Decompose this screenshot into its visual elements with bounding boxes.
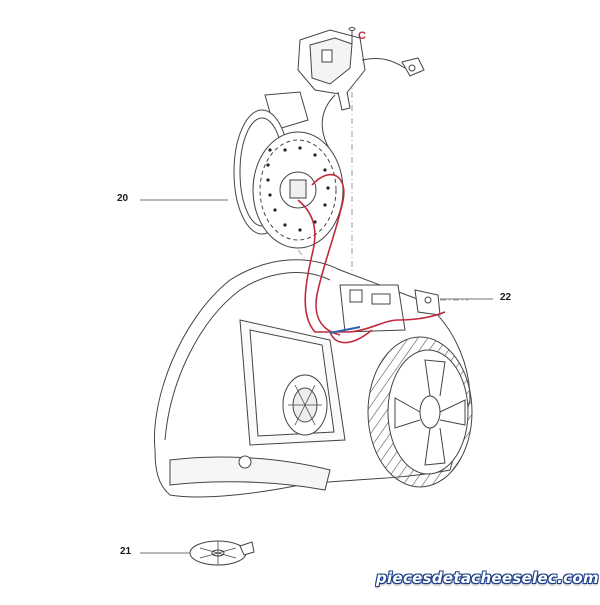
screw-c — [348, 27, 356, 44]
connector-label: C — [358, 30, 366, 42]
watermark: piecesdetacheeselec.com — [376, 569, 599, 587]
callout-22: 22 — [500, 292, 512, 303]
cord-plug-assembly — [297, 29, 425, 151]
switch-block — [339, 284, 441, 333]
rear-wheel — [367, 336, 473, 488]
fan-part-21 — [189, 540, 255, 566]
callout-21: 21 — [120, 546, 132, 557]
cord-reel-part-20 — [233, 91, 344, 249]
wiring-harness — [297, 173, 446, 344]
callout-leaders — [140, 199, 493, 554]
motor-fan — [282, 374, 328, 436]
callout-20: 20 — [117, 193, 129, 204]
wiring-blue-segment — [329, 326, 361, 334]
